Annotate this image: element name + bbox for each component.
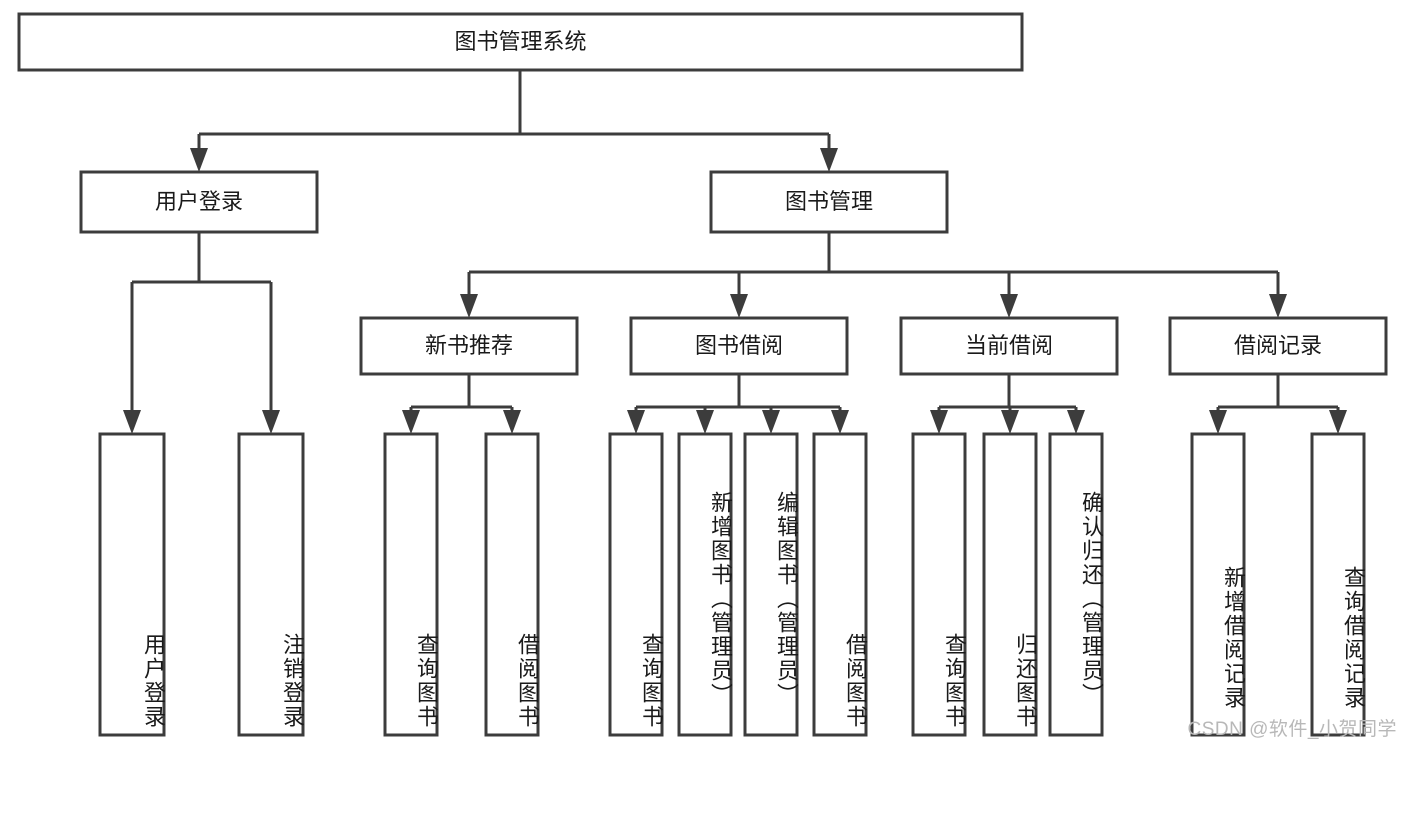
arrow-head-bookborrow-leaf-3 (762, 410, 780, 434)
leaf-box-logout[interactable] (237, 432, 305, 737)
arrow-head-bookborrow-leaf-2 (696, 410, 714, 434)
node-book-borrow-label: 图书借阅 (695, 333, 783, 358)
leaf-box-user-login[interactable] (98, 432, 166, 737)
node-book-borrow-box[interactable] (629, 316, 849, 376)
arrow-head-user-login (190, 148, 208, 172)
leaf-box-return-book[interactable] (982, 432, 1038, 737)
flowchart-svg: 图书管理系统 用户登录 图书管理 新书推荐 图书借阅 当前借阅 借阅记录 (17, 12, 1388, 737)
node-user-login-label: 用户登录 (155, 189, 243, 214)
arrow-head-borrow-record (1269, 294, 1287, 318)
leaf-box-edit-book[interactable] (743, 432, 799, 737)
arrow-head-bookborrow-leaf-4 (831, 410, 849, 434)
arrow-head-book-borrow (730, 294, 748, 318)
node-book-mgmt-label: 图书管理 (785, 189, 873, 214)
arrow-head-user-login-leaf (123, 410, 141, 434)
arrow-head-borrowrecord-leaf-2 (1329, 410, 1347, 434)
node-book-mgmt-box[interactable] (709, 170, 949, 234)
leaf-box-confirm-return[interactable] (1048, 432, 1104, 737)
flowchart-canvas: 图书管理系统 用户登录 图书管理 新书推荐 图书借阅 当前借阅 借阅记录 (17, 12, 1397, 740)
arrow-head-borrowrecord-leaf-1 (1209, 410, 1227, 434)
node-layer: 图书管理系统 用户登录 图书管理 新书推荐 图书借阅 当前借阅 借阅记录 (17, 12, 1388, 737)
arrow-head-bookborrow-leaf-1 (627, 410, 645, 434)
arrow-head-logout-leaf (262, 410, 280, 434)
node-new-book-rec-box[interactable] (359, 316, 579, 376)
arrow-head-currentborrow-leaf-1 (930, 410, 948, 434)
leaf-box-query-book-1[interactable] (383, 432, 439, 737)
arrow-head-currentborrow-leaf-3 (1067, 410, 1085, 434)
node-borrow-record-label: 借阅记录 (1234, 333, 1322, 358)
arrow-head-new-book-rec (460, 294, 478, 318)
node-borrow-record-box[interactable] (1168, 316, 1388, 376)
node-current-borrow-box[interactable] (899, 316, 1119, 376)
node-root-label: 图书管理系统 (454, 29, 586, 54)
leaf-box-borrow-book-1[interactable] (484, 432, 540, 737)
leaf-box-query-book-2[interactable] (608, 432, 664, 737)
leaf-box-query-record[interactable] (1310, 432, 1366, 737)
node-user-login-box[interactable] (79, 170, 319, 234)
leaf-box-query-book-3[interactable] (911, 432, 967, 737)
node-root-box[interactable] (17, 12, 1024, 72)
leaf-box-add-book[interactable] (677, 432, 733, 737)
arrow-head-newbook-leaf-2 (503, 410, 521, 434)
leaf-box-borrow-book-2[interactable] (812, 432, 868, 737)
csdn-watermark: CSDN @软件_小贺同学 (1187, 719, 1397, 740)
arrow-head-current-borrow (1000, 294, 1018, 318)
node-current-borrow-label: 当前借阅 (965, 333, 1053, 358)
arrow-head-newbook-leaf-1 (402, 410, 420, 434)
arrow-head-book-mgmt (820, 148, 838, 172)
arrow-head-currentborrow-leaf-2 (1001, 410, 1019, 434)
leaf-box-add-record[interactable] (1190, 432, 1246, 737)
node-new-book-rec-label: 新书推荐 (425, 333, 513, 358)
connector-layer (123, 70, 1347, 434)
